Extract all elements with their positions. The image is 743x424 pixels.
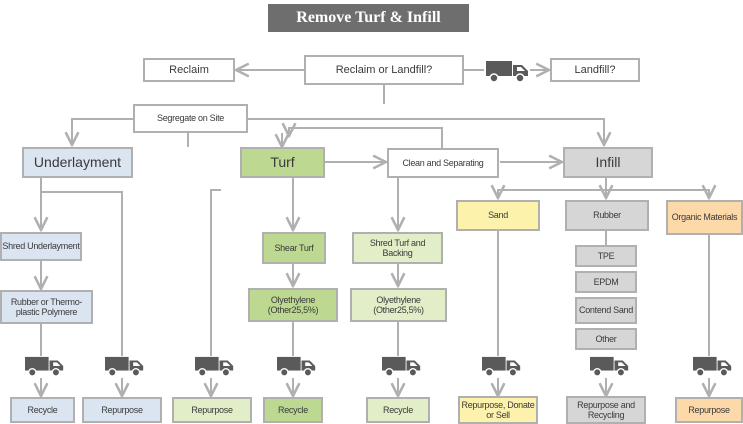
rubber-box: Rubber (565, 200, 649, 231)
rubber-type-epdm: EPDM (575, 271, 637, 293)
shred-underlayment-box: Shred Underlayment (0, 232, 82, 261)
olyethylene-box-2: Olyethylene (Other25,5%) (350, 288, 447, 322)
organic-output-box: Repurpose (675, 397, 743, 423)
truck-icon (195, 356, 234, 377)
turf-repurpose-box: Repurpose (172, 397, 252, 423)
reclaim-box: Reclaim (143, 58, 235, 82)
truck-icon (277, 356, 316, 377)
rubber-output-box: Repurpose and Recycling (566, 396, 646, 424)
diagram-title: Remove Turf & Infill (268, 4, 469, 32)
truck-icon (590, 356, 629, 377)
sand-box: Sand (456, 200, 540, 231)
olyethylene-box-1: Olyethylene (Other25,5%) (248, 288, 338, 322)
truck-icon (105, 356, 144, 377)
turf-box: Turf (240, 147, 325, 178)
infill-box: Infill (563, 147, 653, 178)
underlayment-repurpose-box: Repurpose (82, 397, 162, 423)
truck-icon (693, 356, 732, 377)
rubber-type-contend-sand: Contend Sand (575, 297, 637, 324)
rubber-type-tpe: TPE (575, 245, 637, 267)
truck-icon (382, 356, 421, 377)
truck-icon (25, 356, 64, 377)
shear-turf-box: Shear Turf (262, 232, 326, 264)
sand-output-box: Repurpose, Donate or Sell (458, 396, 538, 424)
turf-recycle-box-1: Recycle (263, 397, 323, 423)
turf-recycle-box-2: Recycle (366, 397, 430, 423)
underlayment-box: Underlayment (22, 147, 133, 178)
rubber-type-other: Other (575, 328, 637, 350)
reclaim-or-landfill-box: Reclaim or Landfill? (304, 55, 464, 85)
underlayment-recycle-box: Recycle (10, 397, 75, 423)
clean-separating-box: Clean and Separating (387, 148, 499, 178)
segregate-box: Segregate on Site (133, 104, 248, 133)
organic-materials-box: Organic Materials (666, 200, 743, 235)
shred-turf-backing-box: Shred Turf and Backing (352, 232, 443, 264)
landfill-box: Landfill? (550, 58, 640, 82)
truck-icon (482, 356, 521, 377)
truck-icon (486, 61, 528, 83)
polymer-box: Rubber or Thermo-plastic Polymere (0, 290, 93, 324)
